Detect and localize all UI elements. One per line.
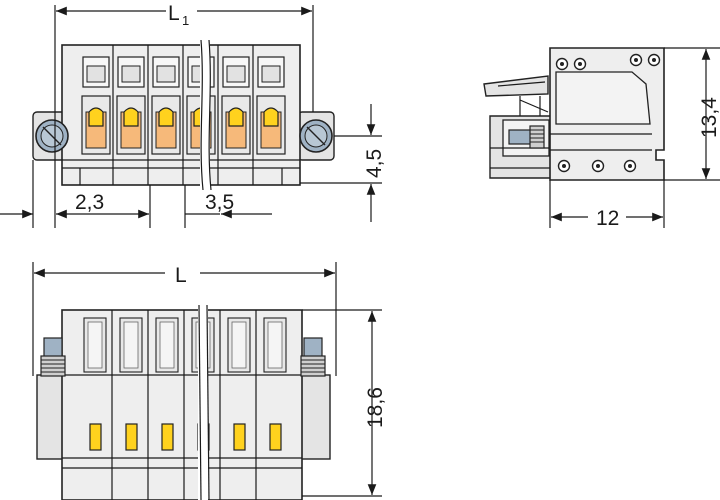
front-view: L 1 2,3 3,5 4,5 (0, 2, 386, 228)
flange-screw-icon (35, 119, 69, 153)
locking-screw-icon (40, 337, 66, 377)
left-screw-flange (36, 374, 66, 460)
flange-screw-icon (299, 119, 333, 153)
side-window (555, 71, 651, 125)
push-button-icon (158, 107, 174, 127)
push-button-icon (123, 107, 139, 127)
side-holes (555, 53, 661, 173)
push-button-icon (263, 107, 279, 127)
dim-pitch-label: 3,5 (205, 191, 234, 214)
mounting-hole-center (560, 62, 564, 66)
mounting-hole-center (652, 58, 656, 62)
dim-pitch-outer-label: 2,3 (75, 191, 104, 214)
contact-latch-icon (89, 423, 102, 451)
mounting-hole-center (628, 164, 632, 168)
mounting-hole-center (634, 58, 638, 62)
locking-screw-icon (508, 125, 545, 149)
wire-entry-inner (226, 65, 246, 83)
release-slot-inner (267, 321, 283, 369)
contact-latch-icon (269, 423, 282, 451)
wire-entry-inner (121, 65, 141, 83)
contact-latch-icon (125, 423, 138, 451)
top-view: L 18,6 (32, 262, 387, 500)
dim-l1-label: L (168, 2, 180, 25)
release-slot-inner (159, 321, 175, 369)
dim-l1-subscript: 1 (182, 13, 189, 28)
right-screw-flange (299, 374, 331, 460)
side-view: 13,4 12 (483, 47, 720, 230)
break-gap (200, 40, 210, 190)
dim-pin-height-label: 4,5 (363, 149, 386, 178)
push-button-icon (88, 107, 104, 127)
mounting-hole-center (562, 164, 566, 168)
locking-screw-icon (300, 337, 326, 377)
dim-bottom-height-label: 18,6 (364, 387, 387, 428)
push-button-icon (228, 107, 244, 127)
wire-entry-inner (156, 65, 176, 83)
contact-latch-icon (161, 423, 174, 451)
dim-l-label: L (175, 264, 187, 287)
mounting-hole-center (578, 62, 582, 66)
release-slot-inner (123, 321, 139, 369)
contact-latch-icon (233, 423, 246, 451)
release-slot-inner (87, 321, 103, 369)
dim-side-height-label: 13,4 (698, 97, 720, 138)
wire-entry-inner (261, 65, 281, 83)
dim-side-depth-label: 12 (596, 207, 619, 230)
release-lever (483, 75, 549, 97)
mounting-hole-center (596, 164, 600, 168)
break-gap-bottom (198, 305, 208, 500)
wire-entry-inner (86, 65, 106, 83)
release-slot-inner (231, 321, 247, 369)
